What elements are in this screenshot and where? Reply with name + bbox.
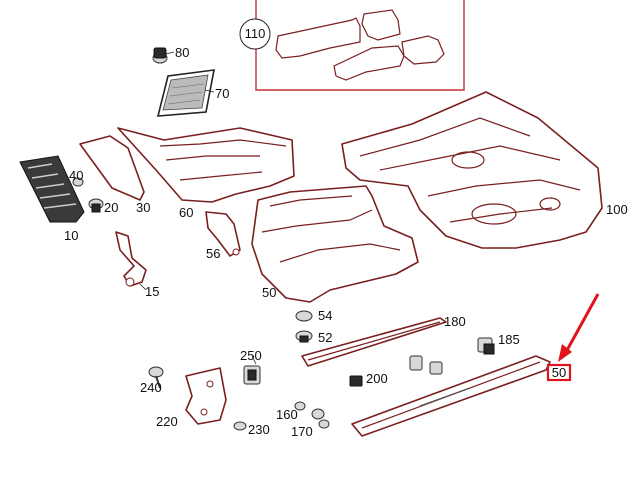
label-160: 160 [276,407,298,422]
highlight-callout: 50 [546,293,600,382]
label-56: 56 [206,246,220,261]
part-80-grommet: 80 [152,45,189,64]
part-170-clip: 170 [291,408,330,439]
arrow-head [558,344,572,362]
part-30-side-cover: 30 [79,135,150,215]
part-52-plug: 52 [295,330,332,345]
part-240-screw: 240 [140,366,164,395]
label-70: 70 [215,86,229,101]
label-230: 230 [248,422,270,437]
part-180-sill-strip: 180 [301,314,466,367]
label-100: 100 [606,202,628,217]
part-250-clip: 250 [240,348,262,385]
label-170: 170 [291,424,313,439]
part-160-screw: 160 [276,401,306,422]
label-40: 40 [69,168,83,183]
label-110: 110 [245,26,266,41]
part-220-bracket: 220 [156,367,227,429]
part-50-floor-tub: 50 [251,185,419,303]
label-50-tub: 50 [262,285,276,300]
part-20-clip: 20 [88,198,118,215]
label-220: 220 [156,414,178,429]
label-10: 10 [64,228,78,243]
label-60: 60 [179,205,193,220]
part-15-hinge: 15 [115,231,159,299]
label-54: 54 [318,308,332,323]
label-50-highlighted: 50 [552,365,566,380]
part-54-plug: 54 [295,308,332,323]
label-20: 20 [104,200,118,215]
part-10-vent-panel: 10 [19,155,85,243]
label-250: 250 [240,348,262,363]
part-100-floor-pan: 100 [341,91,628,249]
label-185: 185 [498,332,520,347]
label-52: 52 [318,330,332,345]
part-230-clip: 230 [233,421,270,437]
part-70-mesh-panel: 70 [156,69,229,117]
part-40-clip: 40 [69,168,84,187]
highlight-arrow [564,293,600,353]
label-200: 200 [366,371,388,386]
highlight-box [546,363,572,382]
label-30: 30 [136,200,150,215]
label-240: 240 [140,380,162,395]
label-80: 80 [175,45,189,60]
label-180: 180 [444,314,466,329]
part-200-clips: 200 [349,355,443,387]
part-60-upper-trim: 60 [117,127,295,220]
part-56-bracket: 56 [205,211,241,261]
label-15: 15 [145,284,159,299]
floor-mats-set [275,9,445,81]
part-185-clip: 185 [477,332,520,355]
floor-mat-inset: 110 [239,0,465,91]
part-50-sill-panel [351,355,551,437]
